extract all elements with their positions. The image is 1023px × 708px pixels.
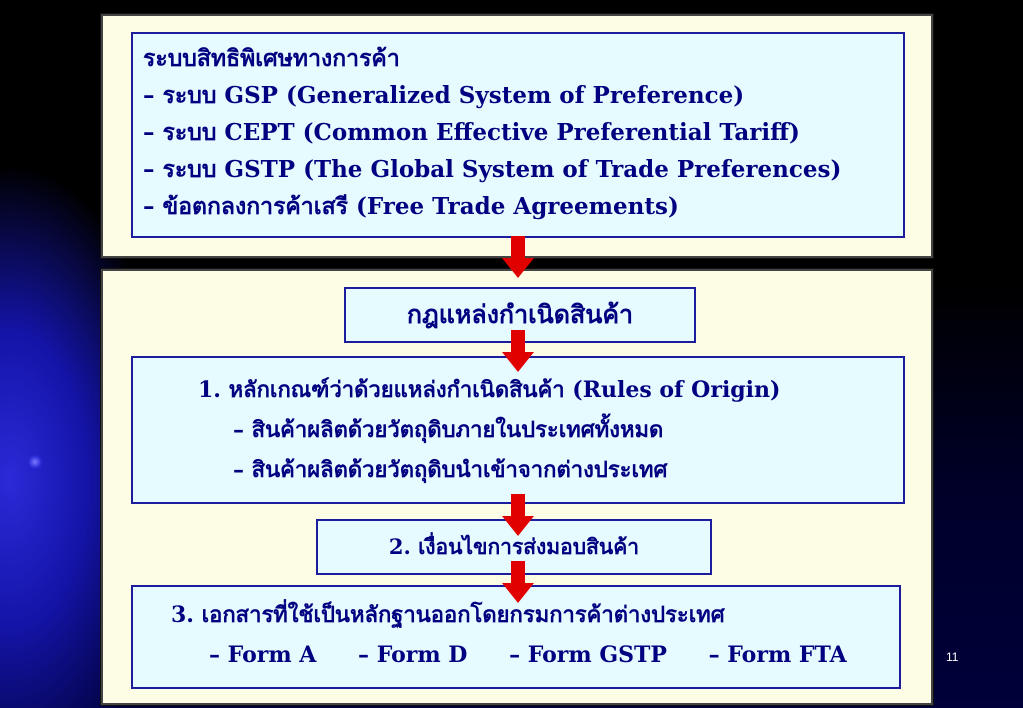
documents-box: 3. เอกสารที่ใช้เป็นหลักฐานออกโดยกรมการค้… — [131, 585, 901, 689]
trade-preference-systems-box: ระบบสิทธิพิเศษทางการค้า – ระบบ GSP (Gene… — [131, 32, 905, 238]
rules-of-origin-item: – สินค้าผลิตด้วยวัตถุดิบนำเข้าจากต่างประ… — [233, 457, 668, 483]
form-a-label: – Form A — [209, 642, 317, 668]
down-arrow-icon — [502, 561, 534, 603]
down-arrow-icon — [502, 494, 534, 536]
form-gstp-label: – Form GSTP — [509, 642, 667, 668]
down-arrow-icon — [502, 236, 534, 278]
system-item-gsp: – ระบบ GSP (Generalized System of Prefer… — [143, 82, 745, 109]
form-d-label: – Form D — [358, 642, 468, 668]
rules-of-origin-title: กฎแหล่งกำเนิดสินค้า — [406, 300, 634, 329]
down-arrow-icon — [502, 330, 534, 372]
decorative-glow — [28, 455, 42, 469]
documents-heading: 3. เอกสารที่ใช้เป็นหลักฐานออกโดยกรมการค้… — [171, 602, 725, 628]
rules-of-origin-box: 1. หลักเกณฑ์ว่าด้วยแหล่งกำเนิดสินค้า (Ru… — [131, 356, 905, 504]
systems-title: ระบบสิทธิพิเศษทางการค้า — [143, 45, 400, 72]
system-item-fta: – ข้อตกลงการค้าเสรี (Free Trade Agreemen… — [143, 193, 679, 220]
rules-of-origin-heading: 1. หลักเกณฑ์ว่าด้วยแหล่งกำเนิดสินค้า (Ru… — [198, 377, 781, 403]
system-item-gstp: – ระบบ GSTP (The Global System of Trade … — [143, 156, 842, 183]
system-item-cept: – ระบบ CEPT (Common Effective Preferenti… — [143, 119, 800, 146]
form-fta-label: – Form FTA — [708, 642, 847, 668]
rules-of-origin-item: – สินค้าผลิตด้วยวัตถุดิบภายในประเทศทั้งห… — [233, 417, 664, 443]
page-number: 11 — [946, 650, 959, 664]
form-list: – Form A – Form D – Form GSTP – Form FTA — [133, 635, 899, 675]
delivery-conditions-label: 2. เงื่อนไขการส่งมอบสินค้า — [388, 533, 640, 559]
